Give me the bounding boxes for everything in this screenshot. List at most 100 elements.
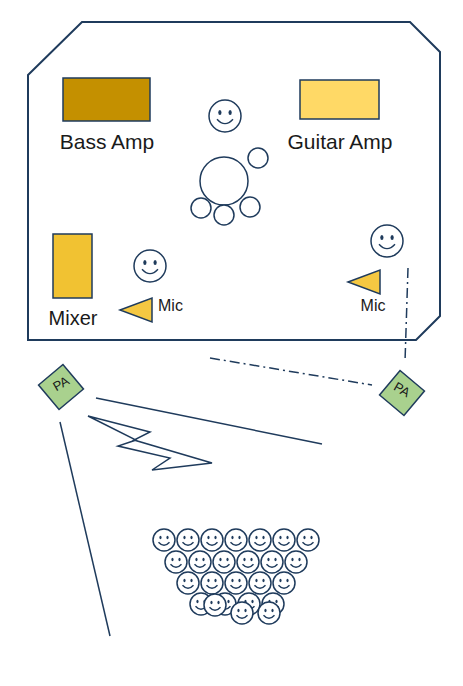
face-smile bbox=[171, 564, 182, 567]
face-eye bbox=[291, 558, 293, 562]
face-eye bbox=[271, 609, 273, 613]
face-outline bbox=[134, 250, 166, 282]
stage-outline bbox=[28, 22, 440, 340]
drum bbox=[191, 198, 211, 218]
smiley-face bbox=[213, 551, 235, 573]
face-eye bbox=[391, 235, 394, 240]
pa-speaker: PA bbox=[38, 364, 84, 410]
node-label: Mic bbox=[348, 296, 398, 316]
face-eye bbox=[171, 558, 173, 562]
face-eye bbox=[310, 536, 312, 540]
face-eye bbox=[262, 579, 264, 583]
smiley-face bbox=[249, 529, 271, 551]
face-outline bbox=[201, 529, 223, 551]
smiley-face bbox=[258, 602, 280, 624]
drum-kit bbox=[191, 148, 268, 225]
face-eye bbox=[202, 558, 204, 562]
face-smile bbox=[255, 542, 266, 545]
face-eye bbox=[238, 579, 240, 583]
node-outline bbox=[300, 80, 379, 119]
smiley-face bbox=[237, 551, 259, 573]
face-eye bbox=[178, 558, 180, 562]
face-smile bbox=[142, 269, 158, 273]
face-smile bbox=[159, 542, 170, 545]
face-smile bbox=[210, 607, 221, 610]
node-outline bbox=[348, 270, 380, 294]
smiley-face bbox=[371, 225, 403, 257]
face-eye bbox=[267, 558, 269, 562]
face-eye bbox=[380, 235, 383, 240]
face-eye bbox=[190, 536, 192, 540]
face-eye bbox=[218, 110, 221, 115]
face-eye bbox=[190, 579, 192, 583]
drum bbox=[214, 205, 234, 225]
face-smile bbox=[195, 564, 206, 567]
smiley-face bbox=[153, 529, 175, 551]
smiley-face bbox=[231, 602, 253, 624]
pa-throw bbox=[60, 268, 408, 636]
node-outline bbox=[63, 78, 150, 121]
smiley-face bbox=[201, 529, 223, 551]
face-smile bbox=[183, 585, 194, 588]
face-smile bbox=[207, 585, 218, 588]
smiley-face bbox=[273, 572, 295, 594]
pa-speaker: PA bbox=[379, 370, 425, 416]
amp-box: Guitar Amp bbox=[280, 78, 400, 188]
face-smile bbox=[207, 542, 218, 545]
node-label: Guitar Amp bbox=[285, 129, 395, 154]
face-eye bbox=[226, 558, 228, 562]
face-smile bbox=[379, 244, 395, 248]
face-outline bbox=[231, 602, 253, 624]
face-outline bbox=[258, 602, 280, 624]
face-smile bbox=[303, 542, 314, 545]
face-smile bbox=[291, 564, 302, 567]
face-outline bbox=[273, 529, 295, 551]
face-eye bbox=[237, 609, 239, 613]
smiley-face bbox=[177, 572, 199, 594]
smiley-face bbox=[249, 572, 271, 594]
face-eye bbox=[219, 558, 221, 562]
face-outline bbox=[371, 225, 403, 257]
face-smile bbox=[217, 119, 233, 123]
face-outline bbox=[204, 594, 226, 616]
smiley-face bbox=[201, 572, 223, 594]
face-smile bbox=[231, 585, 242, 588]
face-smile bbox=[279, 585, 290, 588]
face-outline bbox=[261, 551, 283, 573]
face-smile bbox=[267, 564, 278, 567]
microphone: Mic bbox=[340, 266, 402, 324]
face-eye bbox=[196, 600, 198, 604]
face-outline bbox=[237, 551, 259, 573]
face-eye bbox=[238, 536, 240, 540]
face-smile bbox=[237, 615, 248, 618]
face-eye bbox=[279, 536, 281, 540]
face-eye bbox=[217, 601, 219, 605]
amp-box: Bass Amp bbox=[45, 76, 170, 186]
face-eye bbox=[154, 260, 157, 265]
face-eye bbox=[298, 558, 300, 562]
face-outline bbox=[177, 529, 199, 551]
smiley-face bbox=[134, 250, 166, 282]
smiley-face bbox=[165, 551, 187, 573]
drum bbox=[240, 197, 260, 217]
face-eye bbox=[262, 536, 264, 540]
mixer-box: Mixer bbox=[33, 232, 113, 333]
face-outline bbox=[153, 529, 175, 551]
face-eye bbox=[143, 260, 146, 265]
face-smile bbox=[264, 615, 275, 618]
face-outline bbox=[297, 529, 319, 551]
drum bbox=[248, 148, 268, 168]
face-eye bbox=[279, 579, 281, 583]
face-eye bbox=[210, 601, 212, 605]
face-outline bbox=[201, 572, 223, 594]
face-smile bbox=[243, 564, 254, 567]
smiley-face bbox=[177, 529, 199, 551]
face-eye bbox=[214, 536, 216, 540]
face-outline bbox=[189, 551, 211, 573]
face-eye bbox=[183, 579, 185, 583]
face-outline bbox=[177, 572, 199, 594]
face-eye bbox=[244, 609, 246, 613]
face-eye bbox=[231, 536, 233, 540]
face-outline bbox=[285, 551, 307, 573]
